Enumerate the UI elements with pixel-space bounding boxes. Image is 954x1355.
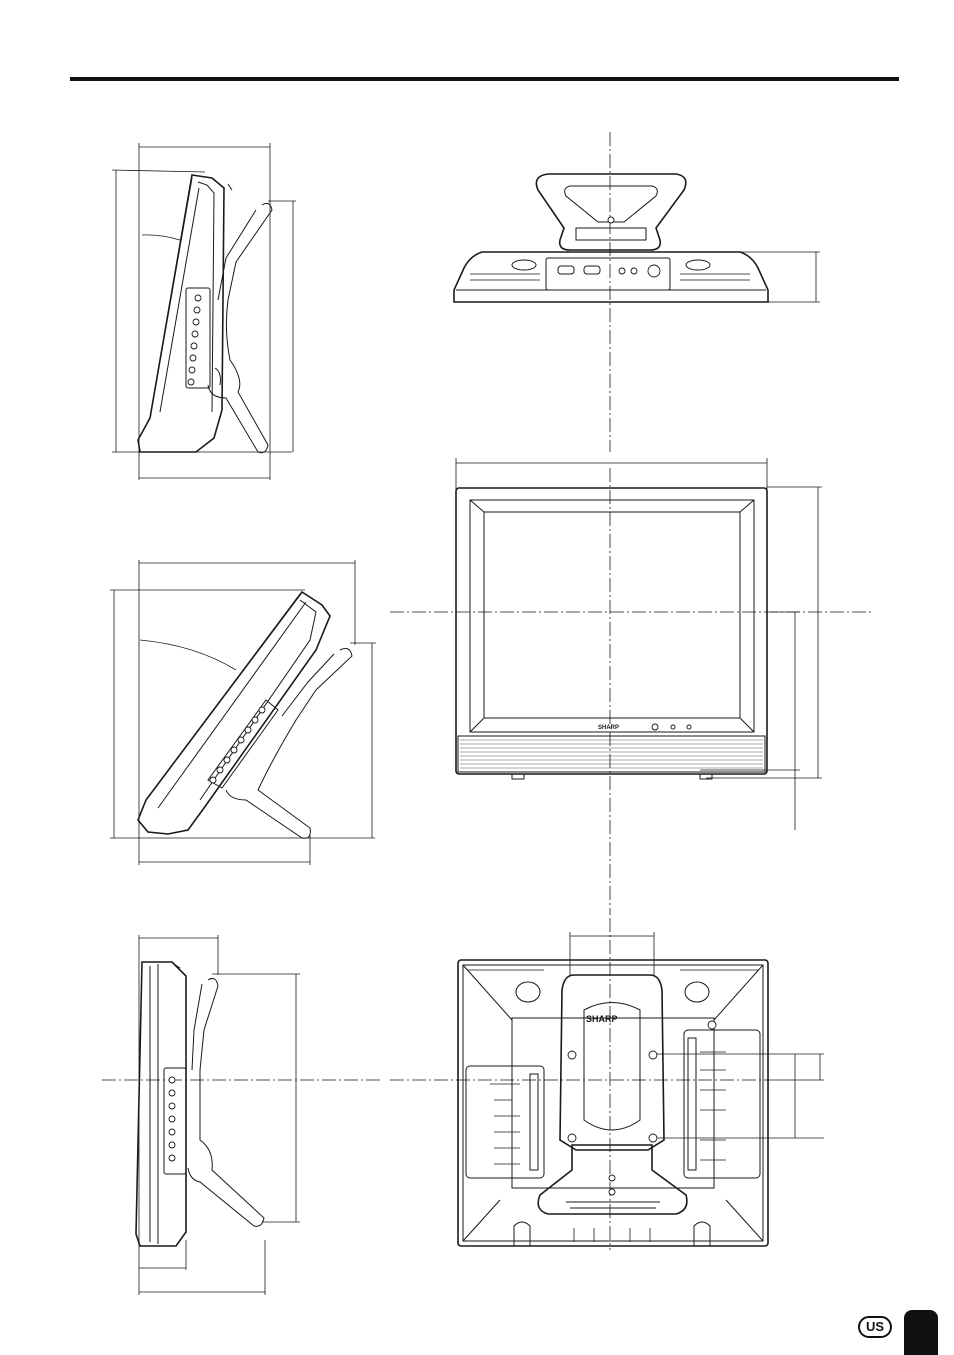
rear-logo: SHARP xyxy=(586,1014,618,1024)
front-logo: SHARP xyxy=(598,725,619,731)
front-view: SHARP xyxy=(456,458,822,830)
page-tab xyxy=(904,1310,938,1355)
side-view-flat xyxy=(102,935,380,1295)
top-view xyxy=(454,174,820,302)
side-view-tilted xyxy=(110,560,376,865)
side-view-upright xyxy=(112,143,296,480)
speaker-grille xyxy=(460,740,763,768)
rear-view: SHARP xyxy=(458,932,824,1246)
region-badge: US xyxy=(858,1316,892,1338)
